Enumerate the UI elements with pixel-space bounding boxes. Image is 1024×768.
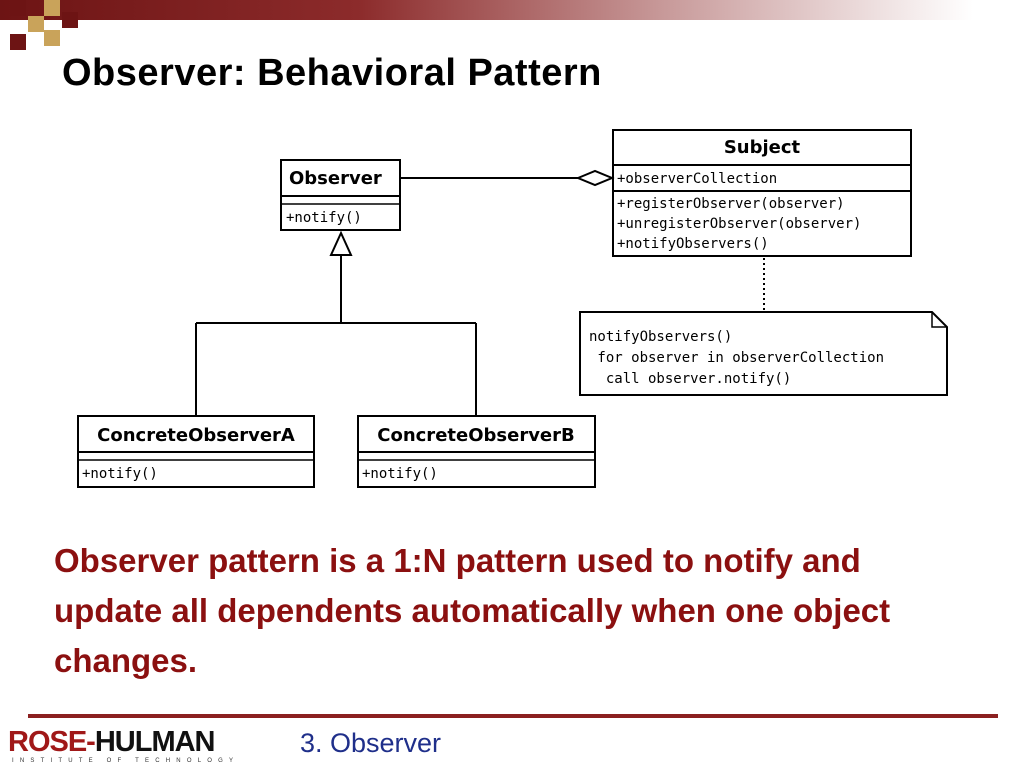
logo-subtitle: INSTITUTE OF TECHNOLOGY [12, 758, 240, 764]
inheritance-triangle [329, 230, 353, 256]
subject-class-box: Subject +observerCollection +registerObs… [612, 129, 912, 257]
pseudocode-note: notifyObservers() for observer in observ… [579, 311, 948, 396]
aggregation-connector [400, 169, 615, 187]
observer-class-box: Observer +notify() [280, 159, 401, 231]
footer-divider [28, 714, 998, 718]
subject-method-register: +registerObserver(observer) [617, 196, 845, 212]
note-line-1: notifyObservers() [589, 329, 732, 345]
note-line-2: for observer in observerCollection [589, 350, 884, 366]
concrete-observer-b-name: ConcreteObserverB [377, 425, 574, 446]
rose-hulman-logo: ROSE-HULMAN [8, 727, 215, 757]
logo-part-a: ROSE- [8, 726, 96, 758]
aggregation-diamond [575, 169, 615, 187]
footer-section-label: 3. Observer [300, 728, 442, 758]
concrete-observer-a-method-notify: +notify() [82, 466, 158, 482]
header-gradient-banner [0, 0, 1024, 20]
subject-class-name: Subject [724, 137, 801, 158]
subject-method-notify-observers: +notifyObservers() [617, 236, 769, 252]
slide-caption: Observer pattern is a 1:N pattern used t… [54, 542, 891, 679]
subject-method-unregister: +unregisterObserver(observer) [617, 216, 861, 232]
concrete-observer-a-box: ConcreteObserverA +notify() [77, 415, 315, 488]
logo-part-b: HULMAN [94, 726, 216, 758]
concrete-observer-b-method-notify: +notify() [362, 466, 438, 482]
inheritance-connector [195, 230, 477, 416]
subject-attribute-observer-collection: +observerCollection [617, 171, 777, 187]
slide-title: Observer: Behavioral Pattern [62, 52, 602, 94]
concrete-observer-b-box: ConcreteObserverB +notify() [357, 415, 596, 488]
observer-method-notify: +notify() [286, 210, 362, 226]
note-line-3: call observer.notify() [589, 371, 791, 387]
concrete-observer-a-name: ConcreteObserverA [97, 425, 295, 446]
observer-class-name: Observer [289, 168, 382, 189]
